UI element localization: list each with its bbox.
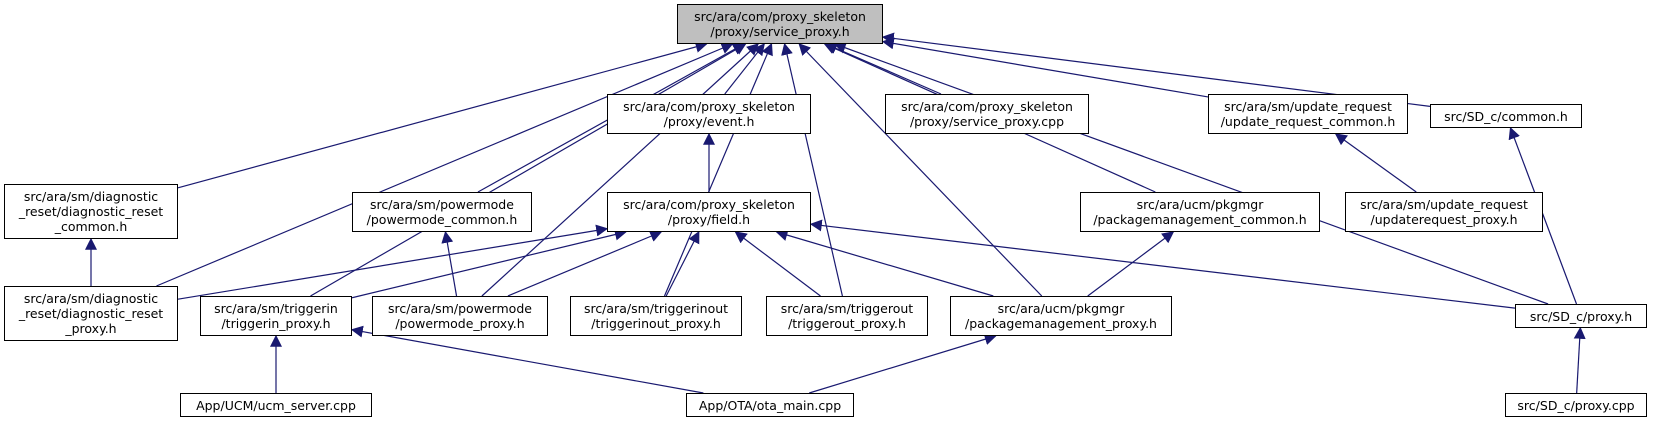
edge-ota_main-to-triggerin_proxy [350,325,704,394]
node-service-proxy-h[interactable]: src/ara/com/proxy_skeleton /proxy/servic… [677,4,883,44]
edge-triggerin_proxy-to-field_h [351,228,627,299]
node-event-h[interactable]: src/ara/com/proxy_skeleton /proxy/event.… [607,94,811,134]
edge-sdc_proxy_h-to-field_h [809,219,1516,309]
edge-service_proxy_cpp-to-service_proxy_h [824,42,942,95]
edge-powermode_proxy-to-powermode_common [441,230,458,297]
edge-triggerout_proxy-to-service_proxy_h [781,42,843,297]
node-sdc-proxy-cpp[interactable]: src/SD_c/proxy.cpp [1505,393,1647,417]
node-sdc-proxy-h[interactable]: src/SD_c/proxy.h [1515,304,1647,328]
edge-sdc_proxy_h-to-sdc_common [1508,126,1578,305]
edge-diag_proxy-to-service_proxy_h [156,42,734,287]
node-triggerinout-proxy-h[interactable]: src/ara/sm/triggerinout /triggerinout_pr… [570,296,742,336]
edge-powermode_proxy-to-field_h [507,230,663,297]
node-service-proxy-cpp[interactable]: src/ara/com/proxy_skeleton /proxy/servic… [885,94,1089,134]
node-updaterequest-proxy-h[interactable]: src/ara/sm/update_request /updaterequest… [1345,192,1543,232]
edge-pkgmgr_proxy-to-service_proxy_h [798,43,1043,297]
edge-triggerinout_proxy-to-service_proxy_h [663,42,773,297]
node-diagnostic-reset-common-h[interactable]: src/ara/sm/diagnostic _reset/diagnostic_… [4,184,178,239]
node-powermode-proxy-h[interactable]: src/ara/sm/powermode /powermode_proxy.h [372,296,548,336]
edge-triggerin_proxy-to-service_proxy_h [310,43,747,297]
edge-updaterequest_proxy-to-update_common [1334,133,1417,193]
edge-pkgmgr_proxy-to-field_h [775,229,994,297]
edge-triggerinout_proxy-to-field_h [665,230,700,297]
edge-powermode_proxy-to-service_proxy_h [481,43,759,297]
node-packagemanagement-proxy-h[interactable]: src/ara/ucm/pkgmgr /packagemanagement_pr… [950,296,1172,336]
node-ucm-server-cpp[interactable]: App/UCM/ucm_server.cpp [180,393,372,417]
edge-diag_proxy-to-field_h [177,224,609,300]
edge-triggerout_proxy-to-field_h [734,231,821,297]
edge-pkgmgr_proxy-to-pkgmgr_common [1087,231,1175,297]
edge-sdc_proxy_cpp-to-sdc_proxy_h [1573,326,1586,394]
edge-ota_main-to-pkgmgr_proxy [809,333,997,394]
edge-diag_common-to-service_proxy_h [177,41,708,189]
node-update-request-common-h[interactable]: src/ara/sm/update_request /update_reques… [1208,94,1408,134]
node-powermode-common-h[interactable]: src/ara/sm/powermode /powermode_common.h [352,192,532,232]
edge-event_h-to-service_proxy_h [724,43,765,95]
edge-update_common-to-service_proxy_h [881,37,1209,98]
node-packagemanagement-common-h[interactable]: src/ara/ucm/pkgmgr /packagemanagement_co… [1080,192,1320,232]
node-diagnostic-reset-proxy-h[interactable]: src/ara/sm/diagnostic _reset/diagnostic_… [4,286,178,341]
node-triggerin-proxy-h[interactable]: src/ara/sm/triggerin /triggerin_proxy.h [200,296,352,336]
node-sdc-common-h[interactable]: src/SD_c/common.h [1430,104,1582,128]
node-triggerout-proxy-h[interactable]: src/ara/sm/triggerout /triggerout_proxy.… [766,296,928,336]
edge-sdc_proxy_h-to-service_proxy_h [833,42,1549,305]
node-ota-main-cpp[interactable]: App/OTA/ota_main.cpp [686,393,854,417]
node-field-h[interactable]: src/ara/com/proxy_skeleton /proxy/field.… [607,192,811,232]
